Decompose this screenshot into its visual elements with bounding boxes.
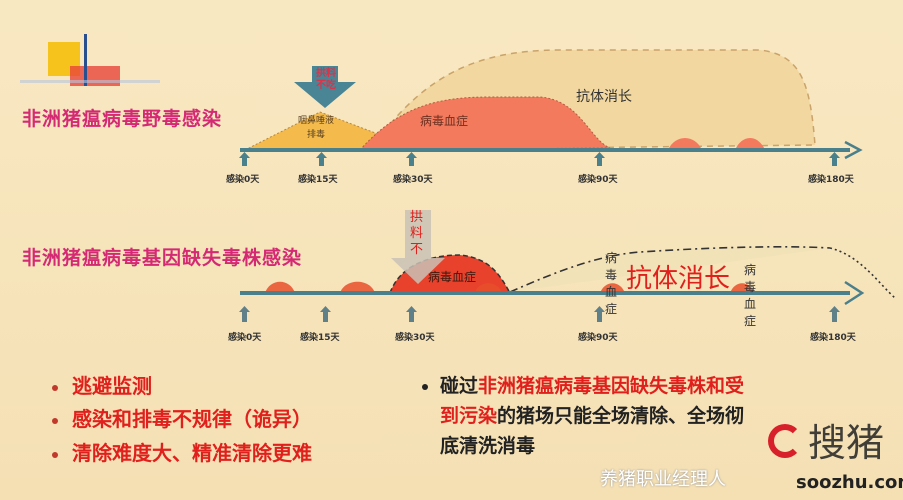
watermark-logo: 搜猪 [808, 421, 885, 465]
tick-label: 感染15天 [298, 175, 338, 185]
diagram2-antibody-label: 抗体消长 [626, 264, 731, 294]
tick-label: 感染30天 [395, 333, 435, 343]
late-viremia-1 [668, 138, 765, 150]
antibody-curve-2 [509, 245, 831, 293]
axis-arrowhead-1 [844, 140, 863, 160]
down-arrow-2 [391, 210, 445, 284]
tick-label: 感染0天 [226, 175, 260, 185]
shed-label-line: 排毒 [307, 130, 326, 140]
diagram1-viremia-label: 病毒血症 [420, 114, 469, 128]
tick-label: 感染90天 [578, 175, 618, 185]
viremia-blobs-2 [265, 281, 755, 293]
bullet-right-rest1: 的猪场只能全场清除、全场彻 [497, 405, 745, 427]
diagram2-viremia-label: 病毒血症 [428, 270, 477, 284]
diagram2-side-viremia: 病毒血症 [744, 263, 757, 328]
antibody-tail-2 [829, 247, 896, 299]
bullet-text: 清除难度大、精准清除更难 [72, 441, 312, 465]
watermark-account: 养猪职业经理人 [600, 469, 726, 490]
tick-arrows-1 [239, 152, 840, 166]
diagram1-antibody-label: 抗体消长 [576, 89, 632, 105]
bullet-left: 感染和排毒不规律（诡异） [52, 403, 312, 432]
bullet-left: 逃避监测 [52, 370, 152, 399]
tick-label: 感染90天 [578, 333, 618, 343]
logo-underline [20, 80, 160, 83]
down-arrow-1 [294, 66, 356, 108]
bullet-right-pre: 碰过 [440, 375, 479, 397]
diagram1-title: 非洲猪瘟病毒野毒感染 [22, 108, 223, 130]
diagram1-shed-label: 咽鼻唾液排毒 [298, 114, 334, 142]
tick-label: 感染180天 [810, 333, 856, 343]
watermark-logo-icon [768, 424, 802, 458]
shed-label-line: 咽鼻唾液 [298, 116, 335, 126]
logo-blue-line [84, 34, 87, 86]
diagram1-arrow-text: 拱料不吃 [316, 68, 336, 91]
tick-label: 感染180天 [808, 175, 854, 185]
tick-label: 感染30天 [393, 175, 433, 185]
bullet-dot [52, 451, 58, 458]
bullet-right: 碰过非洲猪瘟病毒基因缺失毒株和受 到污染的猪场只能全场清除、全场彻 底清洗消毒 [422, 371, 782, 461]
bullet-dot [422, 383, 428, 390]
tick-label: 感染0天 [228, 333, 262, 343]
diagram2-title: 非洲猪瘟病毒基因缺失毒株感染 [22, 247, 303, 269]
watermark-site: soozhu.com [796, 472, 903, 493]
bullet-dot [52, 417, 58, 424]
diagram2-arrow-text: 拱料不 [410, 210, 424, 257]
tick-arrows-2 [239, 306, 840, 322]
bullet-left: 清除难度大、精准清除更难 [52, 437, 312, 466]
bullet-right-rest2: 底清洗消毒 [440, 435, 536, 457]
viremia-area-1 [358, 96, 611, 151]
diagram2-side-viremia: 病毒血症 [605, 251, 618, 316]
axis-arrowhead-2 [844, 280, 865, 306]
tick-label: 感染15天 [300, 333, 340, 343]
bullet-right-highlight2: 到污染 [440, 405, 498, 427]
bullet-dot [52, 384, 58, 391]
bullet-text: 逃避监测 [72, 374, 152, 398]
bullet-right-highlight1: 非洲猪瘟病毒基因缺失毒株和受 [478, 375, 745, 397]
bullet-text: 感染和排毒不规律（诡异） [72, 407, 312, 431]
